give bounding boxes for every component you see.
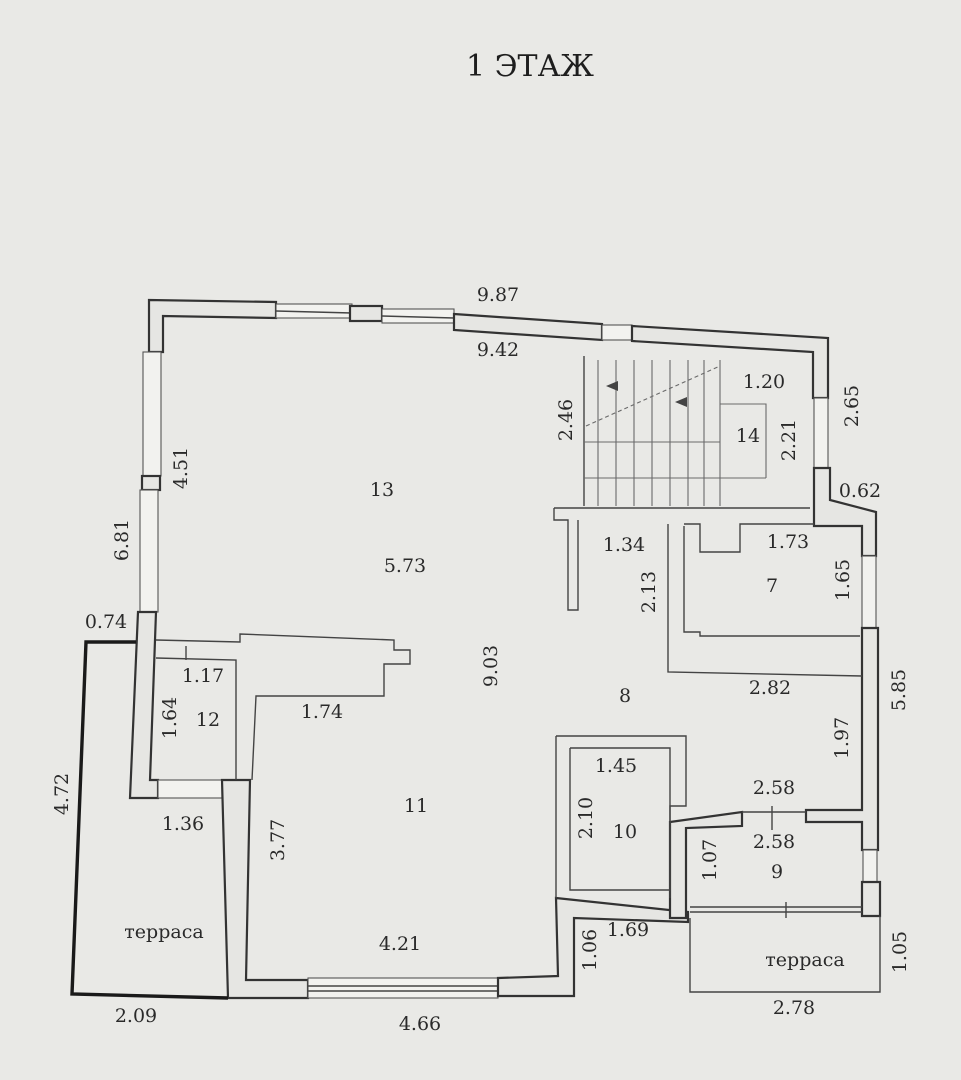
dim-label: 1.73 — [767, 531, 809, 553]
dim-label: 0.74 — [85, 611, 127, 633]
room-14-label: 14 — [736, 425, 760, 447]
dim-label: 2.78 — [773, 997, 815, 1019]
dim-label: 1.97 — [831, 717, 853, 759]
room-7-label: 7 — [766, 575, 778, 597]
dim-label: 2.58 — [753, 777, 795, 799]
dim-label: 4.21 — [379, 933, 421, 955]
floor-title: 1 ЭТАЖ — [466, 49, 594, 84]
dim-label: 4.66 — [399, 1013, 441, 1035]
dim-label: 1.07 — [699, 839, 721, 881]
dim-label: 2.46 — [555, 399, 577, 441]
dim-label: 5.73 — [384, 555, 426, 577]
dim-label: 2.82 — [749, 677, 791, 699]
dim-label: 9.87 — [477, 284, 519, 306]
dim-label: 4.51 — [170, 447, 192, 489]
room-11-label: 11 — [404, 795, 428, 817]
terrace-right-label: терраса — [765, 949, 844, 971]
dim-label: 3.77 — [267, 819, 289, 861]
dim-label: 2.21 — [778, 419, 800, 461]
dim-label: 2.10 — [575, 797, 597, 839]
room-13-label: 13 — [370, 479, 394, 501]
dim-label: 1.06 — [579, 929, 601, 971]
dim-label: 1.17 — [182, 665, 224, 687]
dim-label: 0.62 — [839, 480, 881, 502]
room-12-label: 12 — [196, 709, 220, 731]
inner-walls — [155, 356, 881, 993]
dim-label: 2.09 — [115, 1005, 157, 1027]
dim-label: 2.13 — [638, 571, 660, 613]
dim-label: 1.05 — [889, 931, 911, 973]
room-8-label: 8 — [619, 685, 631, 707]
dim-label: 2.58 — [753, 831, 795, 853]
dim-label: 9.42 — [477, 339, 519, 361]
dim-label: 4.72 — [51, 773, 73, 815]
dim-label: 1.36 — [162, 813, 204, 835]
dim-label: 1.64 — [159, 697, 181, 739]
terrace-left-label: терраса — [124, 921, 203, 943]
room-labels: 13 14 7 8 12 11 10 9 терраса терраса — [124, 425, 844, 971]
outer-walls — [128, 298, 882, 1000]
dim-label: 9.03 — [480, 645, 502, 687]
room-9-label: 9 — [771, 861, 783, 883]
staircase — [584, 360, 767, 506]
terrace-left-outline — [70, 640, 229, 1000]
dim-label: 2.65 — [841, 385, 863, 427]
dim-label: 1.20 — [743, 371, 785, 393]
dim-label: 1.74 — [301, 701, 343, 723]
dim-label: 1.69 — [607, 919, 649, 941]
dim-label: 6.81 — [111, 519, 133, 561]
dim-label: 1.65 — [832, 559, 854, 601]
dimension-labels: 9.87 9.42 1.20 2.46 2.65 2.21 0.62 4.51 … — [51, 284, 911, 1035]
dim-label: 1.45 — [595, 755, 637, 777]
dim-label: 1.34 — [603, 534, 645, 556]
dim-label: 5.85 — [888, 669, 910, 711]
room-10-label: 10 — [613, 821, 637, 843]
